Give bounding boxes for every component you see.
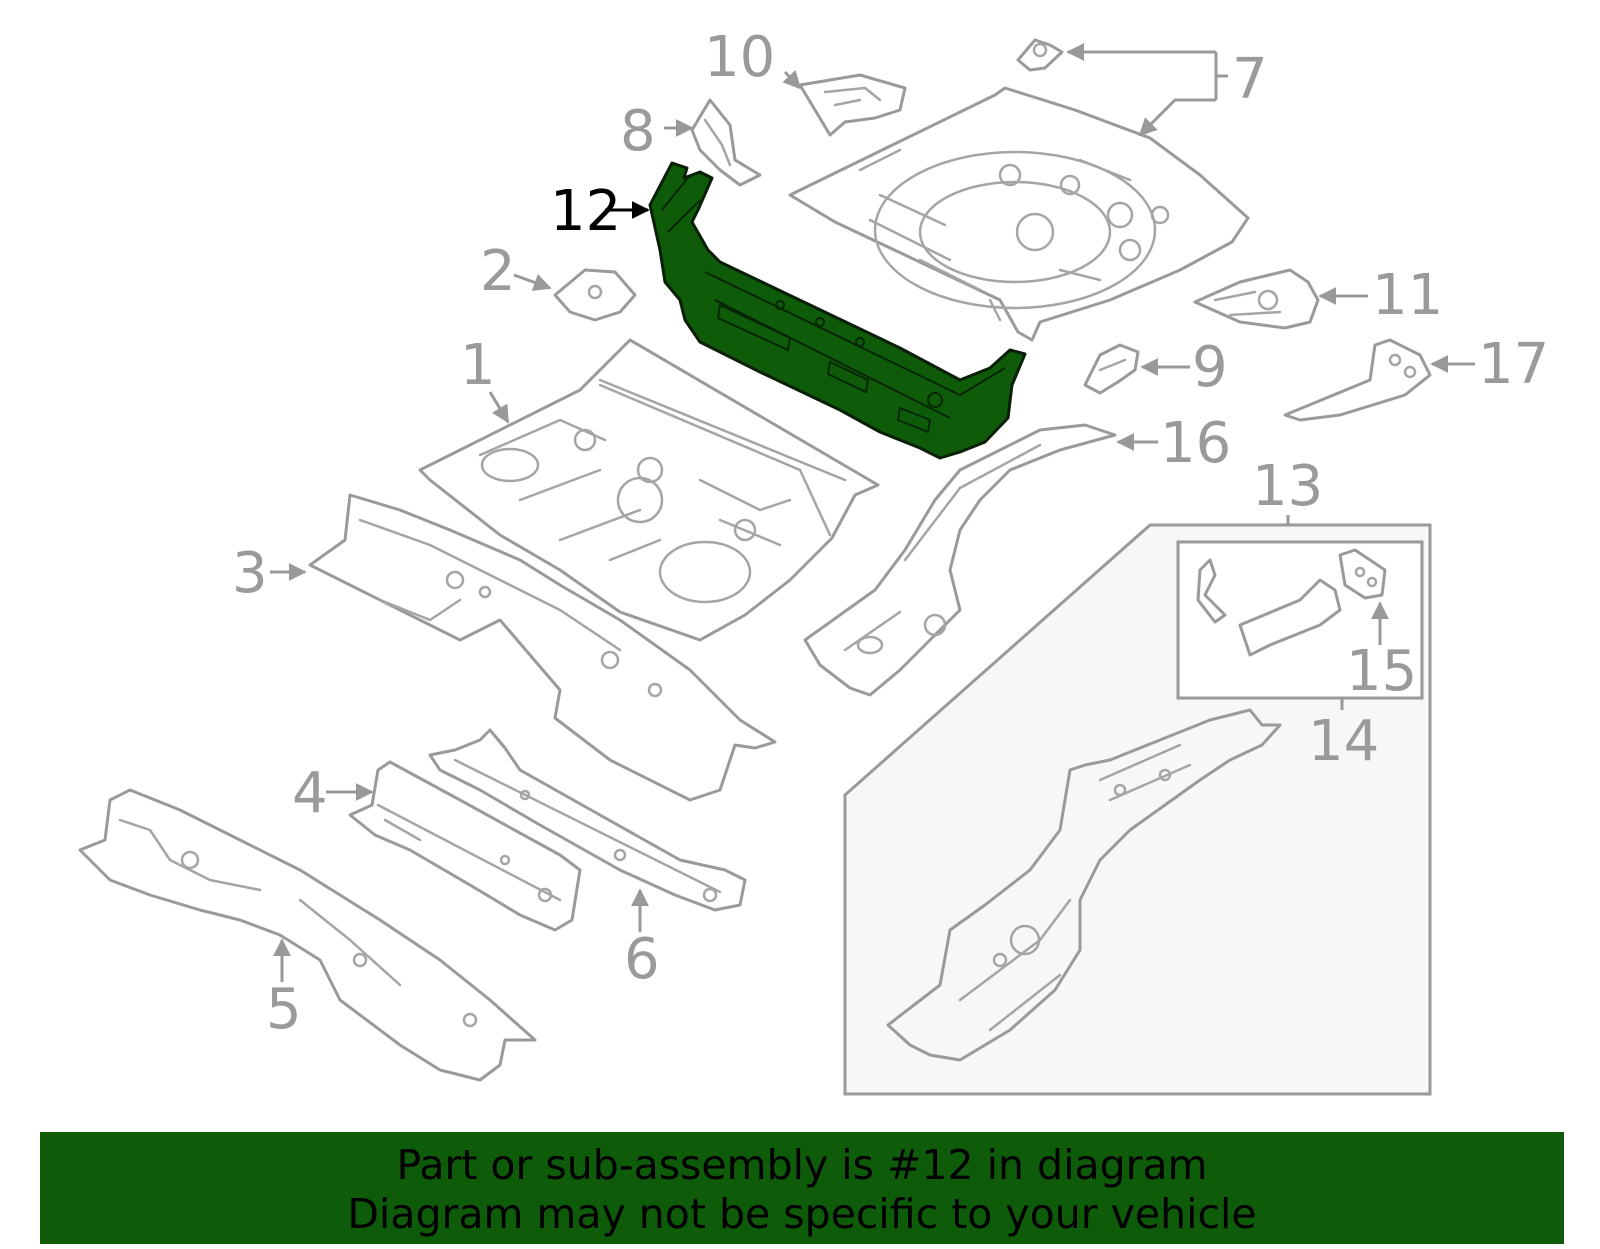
part-12-highlighted-crossmember[interactable] [648,161,1027,460]
part-4-crossmember[interactable] [348,760,582,932]
part-16-side-rail[interactable] [803,423,1117,697]
label-11: 11 [1372,263,1443,328]
label-9: 9 [1192,335,1228,400]
part-2-plate[interactable] [553,268,637,322]
label-10: 10 [704,25,775,90]
label-6: 6 [624,927,660,992]
label-15: 15 [1346,639,1417,704]
part-notice-banner: Part or sub-assembly is #12 in diagram D… [40,1132,1564,1244]
part-9-bracket[interactable] [1083,343,1140,395]
leader-lines [270,43,1475,982]
part-6-crossmember[interactable] [428,728,747,912]
part-1-floor-panel[interactable] [418,338,880,642]
label-14: 14 [1308,709,1379,774]
label-17: 17 [1478,332,1549,397]
banner-line-1: Part or sub-assembly is #12 in diagram [396,1141,1208,1189]
part-5-crossmember[interactable] [78,788,537,1082]
part-3-crossmember[interactable] [308,493,777,802]
label-13: 13 [1252,454,1323,519]
part-8-bracket[interactable] [690,98,762,187]
part-10-bracket[interactable] [798,73,907,137]
label-16: 16 [1160,411,1231,476]
label-7: 7 [1232,47,1268,112]
part-7-clip[interactable] [1016,38,1064,72]
part-17-bracket[interactable] [1283,338,1432,422]
callout-labels: 10 7 8 12 2 11 1 9 17 16 13 3 15 14 4 6 … [232,25,1549,1042]
label-2: 2 [480,239,516,304]
label-8: 8 [620,99,656,164]
label-4: 4 [292,761,328,826]
label-5: 5 [266,977,302,1042]
label-3: 3 [232,541,268,606]
banner-line-2: Diagram may not be specific to your vehi… [347,1190,1257,1238]
part-7-rear-floor-pan[interactable] [788,86,1250,342]
label-1: 1 [460,333,496,398]
part-11-bracket[interactable] [1193,268,1320,330]
label-12: 12 [550,179,621,244]
